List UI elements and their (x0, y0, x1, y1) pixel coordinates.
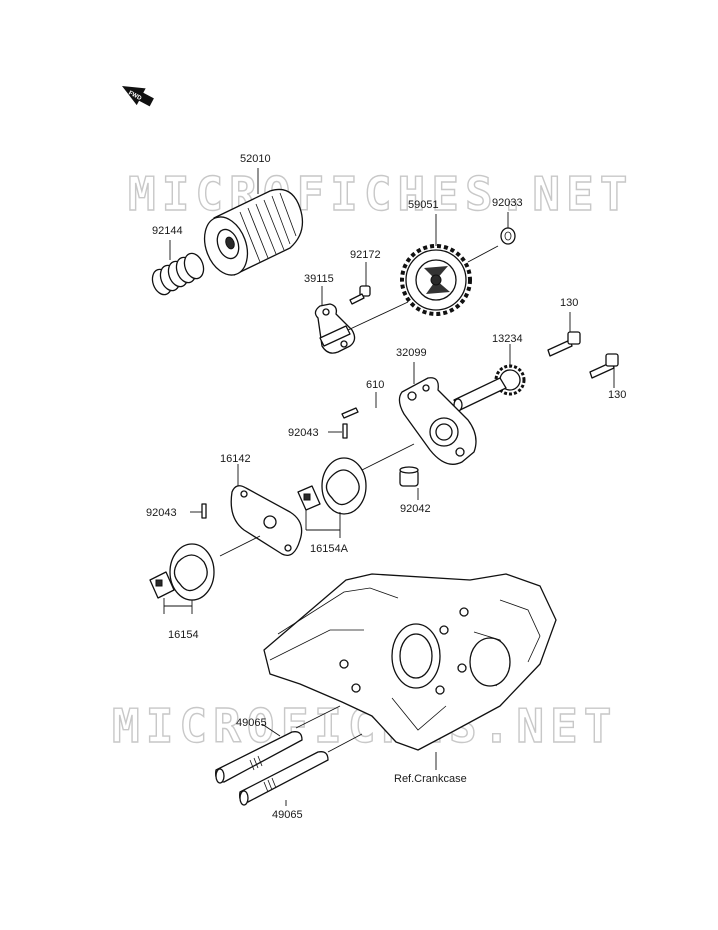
label-52010: 52010 (240, 153, 271, 165)
label-59051: 59051 (408, 199, 439, 211)
pin-92043-lower-part (201, 503, 207, 519)
label-92172: 92172 (350, 249, 381, 261)
label-92043-lower: 92043 (146, 507, 177, 519)
spring-part (151, 252, 205, 296)
outer-rotor-16154-part (169, 543, 215, 601)
bolt-130-lower-part (589, 353, 619, 379)
watermark-top: MICROFICHES.NET (128, 167, 633, 221)
bushing-92042-part (399, 466, 419, 487)
pump-shaft-bracket-part (314, 301, 409, 354)
dowel-pin-610-part (341, 407, 359, 419)
label-49065-lower: 49065 (272, 809, 303, 821)
pump-gear-part (400, 244, 472, 316)
crankcase-part (263, 573, 557, 751)
label-16154a: 16154A (310, 543, 349, 555)
bolt-130-upper-part (547, 331, 581, 357)
label-92042: 92042 (400, 503, 431, 515)
inner-rotor-16154a-part (297, 485, 321, 511)
inner-rotor-16154-part (149, 571, 175, 599)
label-92043-upper: 92043 (288, 427, 319, 439)
label-32099: 32099 (396, 347, 427, 359)
pin-92043-upper-part (342, 423, 348, 439)
outer-rotor-16154a-part (321, 457, 367, 515)
label-130-upper: 130 (560, 297, 578, 309)
label-39115: 39115 (304, 273, 334, 285)
label-92144: 92144 (152, 225, 183, 237)
label-16142: 16142 (220, 453, 251, 465)
sprocket-part (453, 364, 526, 412)
bolt-92172-part (349, 285, 371, 305)
oil-filter-part (203, 188, 304, 276)
label-49065-upper: 49065 (236, 717, 267, 729)
label-610: 610 (366, 379, 384, 391)
label-ref-crankcase: Ref.Crankcase (394, 773, 467, 785)
dowel-pipe-49065-upper-part (215, 731, 303, 784)
label-92033: 92033 (492, 197, 523, 209)
fwd-arrow-icon: FWD (122, 86, 154, 107)
circlip-part (500, 227, 516, 245)
label-13234: 13234 (492, 333, 523, 345)
label-130-lower: 130 (608, 389, 626, 401)
dowel-pipe-49065-lower-part (239, 751, 329, 806)
pump-plate-16142-part (230, 485, 303, 557)
label-16154: 16154 (168, 629, 199, 641)
pump-body-part (398, 377, 477, 465)
